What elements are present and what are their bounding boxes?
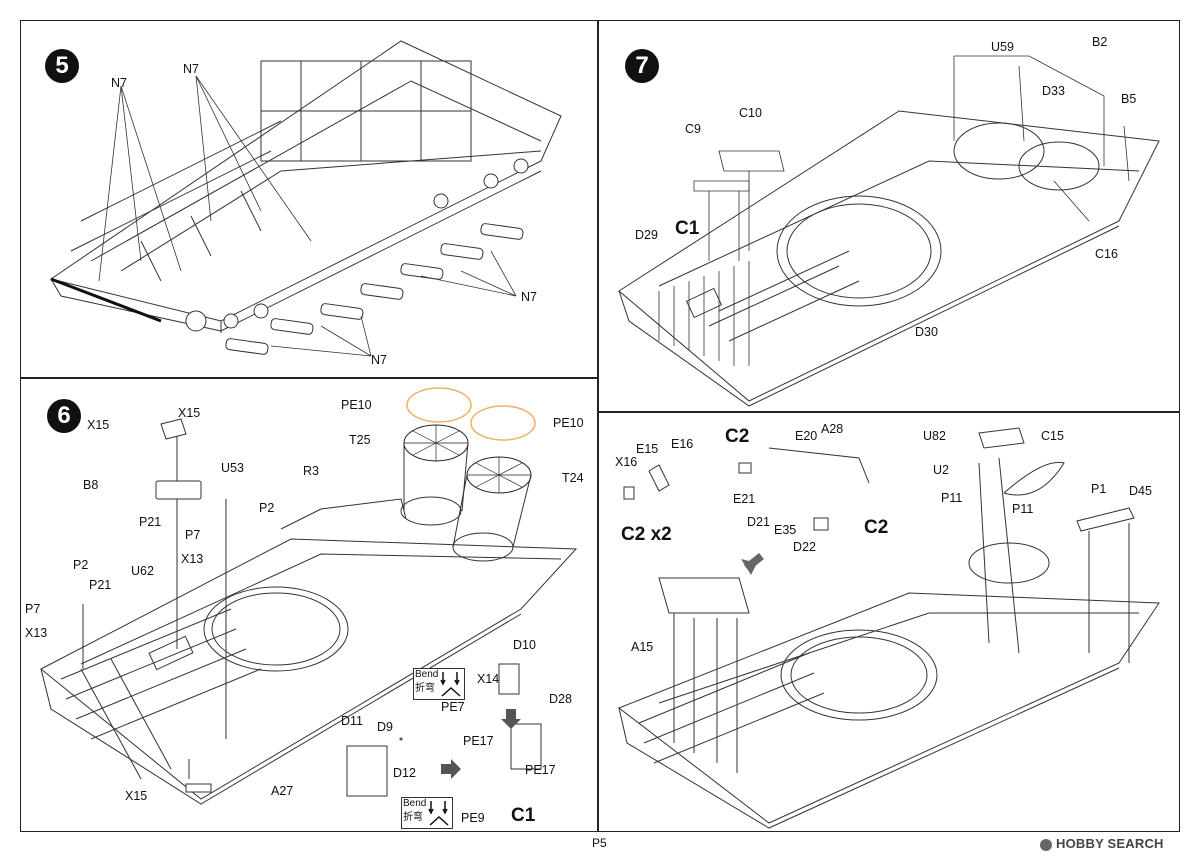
step-6-panel: 6 PE10 PE10 T25 T24 R3 X15 X15 U53 B8 P2… bbox=[20, 378, 598, 832]
step-6-badge: 6 bbox=[47, 399, 81, 433]
watermark-text: HOBBY SEARCH bbox=[1056, 836, 1164, 851]
watermark-logo-icon bbox=[1040, 838, 1052, 851]
callout-x16: X16 bbox=[615, 455, 638, 469]
page-number: P5 bbox=[592, 836, 607, 850]
callout-a28: A28 bbox=[821, 422, 844, 436]
callout-d21: D21 bbox=[747, 515, 770, 529]
callout-e16: E16 bbox=[671, 437, 694, 451]
callout-n7-c: N7 bbox=[521, 290, 537, 304]
callout-x14: X14 bbox=[477, 672, 500, 686]
callout-p7-a: P7 bbox=[185, 528, 201, 542]
callout-a27: A27 bbox=[271, 784, 294, 798]
callout-x15-a: X15 bbox=[87, 418, 110, 432]
step-7-panel: 7 U59 B2 D33 B5 C10 C9 C1 D29 C16 D30 bbox=[598, 20, 1180, 412]
callout-r3: R3 bbox=[303, 464, 319, 478]
callout-u82: U82 bbox=[923, 429, 946, 443]
callout-n7-b: N7 bbox=[183, 62, 199, 76]
callout-p21-b: P21 bbox=[89, 578, 112, 592]
hull-interior-drawing bbox=[49, 40, 562, 357]
step-5-badge: 5 bbox=[45, 49, 79, 83]
callout-c16: C16 bbox=[1095, 247, 1118, 261]
step-8-panel: C2 E20 A28 U82 C15 X16 E15 E16 E21 U2 P1… bbox=[598, 412, 1180, 832]
callout-c2-b: C2 bbox=[864, 517, 889, 538]
callout-pe17-a: PE17 bbox=[463, 734, 494, 748]
callout-pe17-b: PE17 bbox=[525, 763, 556, 777]
callout-d33: D33 bbox=[1042, 84, 1065, 98]
callout-u53: U53 bbox=[221, 461, 244, 475]
bend-label: Bend bbox=[415, 669, 439, 680]
callout-c2-x2: C2 x2 bbox=[621, 524, 672, 545]
callout-d22: D22 bbox=[793, 540, 816, 554]
callout-c1-step7: C1 bbox=[675, 218, 700, 239]
callout-c1-step6: C1 bbox=[511, 805, 536, 826]
callout-d12: D12 bbox=[393, 766, 416, 780]
callout-c2-a: C2 bbox=[725, 426, 750, 447]
callout-t24: T24 bbox=[562, 471, 584, 485]
step-7-badge: 7 bbox=[625, 49, 659, 83]
hull-roof-drawing-7 bbox=[618, 55, 1160, 407]
callout-x15-b: X15 bbox=[178, 406, 201, 420]
callout-u2: U2 bbox=[933, 463, 949, 477]
callout-pe10-a: PE10 bbox=[341, 398, 372, 412]
callout-c9: C9 bbox=[685, 122, 701, 136]
callout-p2-b: P2 bbox=[73, 558, 89, 572]
callout-n7-d: N7 bbox=[371, 353, 387, 367]
callout-d29: D29 bbox=[635, 228, 658, 242]
callout-e21: E21 bbox=[733, 492, 756, 506]
bend-instruction-1: Bend 折弯 bbox=[413, 668, 465, 700]
callout-b8: B8 bbox=[83, 478, 99, 492]
callout-u62: U62 bbox=[131, 564, 154, 578]
callout-e15: E15 bbox=[636, 442, 659, 456]
callout-p2-a: P2 bbox=[259, 501, 275, 515]
callout-u59: U59 bbox=[991, 40, 1014, 54]
callout-d9: D9 bbox=[377, 720, 393, 734]
callout-pe10-b: PE10 bbox=[553, 416, 584, 430]
callout-p11-a: P11 bbox=[941, 491, 963, 505]
callout-d30: D30 bbox=[915, 325, 938, 339]
bend-arrow-icon bbox=[428, 801, 449, 826]
callout-c10: C10 bbox=[739, 106, 762, 120]
callout-d11: D11 bbox=[341, 714, 364, 728]
callout-d28: D28 bbox=[549, 692, 572, 706]
callout-a15: A15 bbox=[631, 640, 654, 654]
step-5-panel: 5 N7 N7 N7 N7 bbox=[20, 20, 598, 378]
callout-x15-c: X15 bbox=[125, 789, 148, 803]
bend-arrow-icon bbox=[440, 672, 461, 697]
callout-d45: D45 bbox=[1129, 484, 1152, 498]
callout-n7-a: N7 bbox=[111, 76, 127, 90]
callout-x13-b: X13 bbox=[25, 626, 48, 640]
callout-pe9: PE9 bbox=[461, 811, 485, 825]
callout-d10: D10 bbox=[513, 638, 536, 652]
callout-e20: E20 bbox=[795, 429, 818, 443]
bend-label: Bend bbox=[403, 798, 427, 809]
hull-roof-drawing-6 bbox=[40, 387, 578, 805]
callout-b5: B5 bbox=[1121, 92, 1137, 106]
bend-label-cn: 折弯 bbox=[403, 812, 423, 823]
callout-p11-b: P11 bbox=[1012, 502, 1034, 516]
watermark: HOBBY SEARCH bbox=[1040, 836, 1164, 851]
callout-pe7: PE7 bbox=[441, 700, 465, 714]
bend-instruction-2: Bend 折弯 bbox=[401, 797, 453, 829]
callout-c15: C15 bbox=[1041, 429, 1064, 443]
bend-label-cn: 折弯 bbox=[415, 683, 435, 694]
callout-x13-a: X13 bbox=[181, 552, 204, 566]
callout-p7-b: P7 bbox=[25, 602, 41, 616]
callout-e35: E35 bbox=[774, 523, 797, 537]
callout-p21-a: P21 bbox=[139, 515, 162, 529]
callout-p1: P1 bbox=[1091, 482, 1107, 496]
callout-t25: T25 bbox=[349, 433, 371, 447]
hull-roof-drawing-8 bbox=[617, 427, 1160, 829]
callout-b2: B2 bbox=[1092, 35, 1108, 49]
